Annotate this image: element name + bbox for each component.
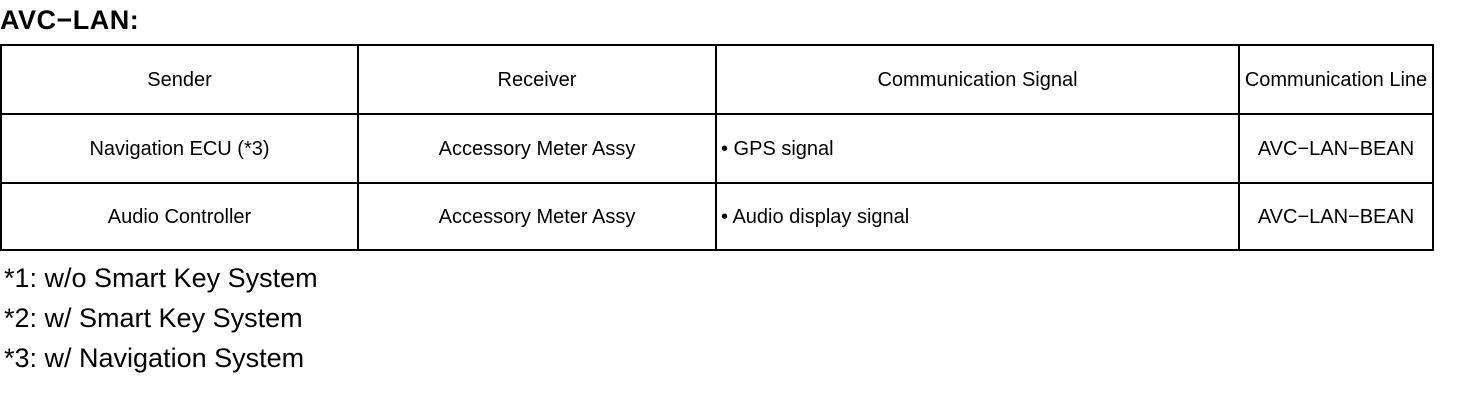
- table-row: Navigation ECU (*3) Accessory Meter Assy…: [0, 113, 1434, 184]
- cell-receiver: Accessory Meter Assy: [357, 182, 717, 251]
- cell-signal: • GPS signal: [715, 113, 1240, 184]
- cell-line: AVC−LAN−BEAN: [1238, 113, 1434, 184]
- cell-sender: Navigation ECU (*3): [0, 113, 359, 184]
- cell-sender: Audio Controller: [0, 182, 359, 251]
- cell-signal: • Audio display signal: [715, 182, 1240, 251]
- header-communication-line: Communication Line: [1238, 44, 1434, 115]
- section-title: AVC−LAN:: [0, 5, 140, 35]
- footnote: *1: w/o Smart Key System: [4, 263, 318, 293]
- header-sender: Sender: [0, 44, 359, 115]
- footnotes: *1: w/o Smart Key System *2: w/ Smart Ke…: [4, 258, 318, 378]
- cell-line: AVC−LAN−BEAN: [1238, 182, 1434, 251]
- table-row: Audio Controller Accessory Meter Assy • …: [0, 182, 1434, 251]
- footnote: *2: w/ Smart Key System: [4, 303, 303, 333]
- header-communication-signal: Communication Signal: [715, 44, 1240, 115]
- header-receiver: Receiver: [357, 44, 717, 115]
- table-header-row: Sender Receiver Communication Signal Com…: [0, 44, 1434, 115]
- communication-table: Sender Receiver Communication Signal Com…: [0, 44, 1434, 251]
- footnote: *3: w/ Navigation System: [4, 343, 305, 373]
- cell-receiver: Accessory Meter Assy: [357, 113, 717, 184]
